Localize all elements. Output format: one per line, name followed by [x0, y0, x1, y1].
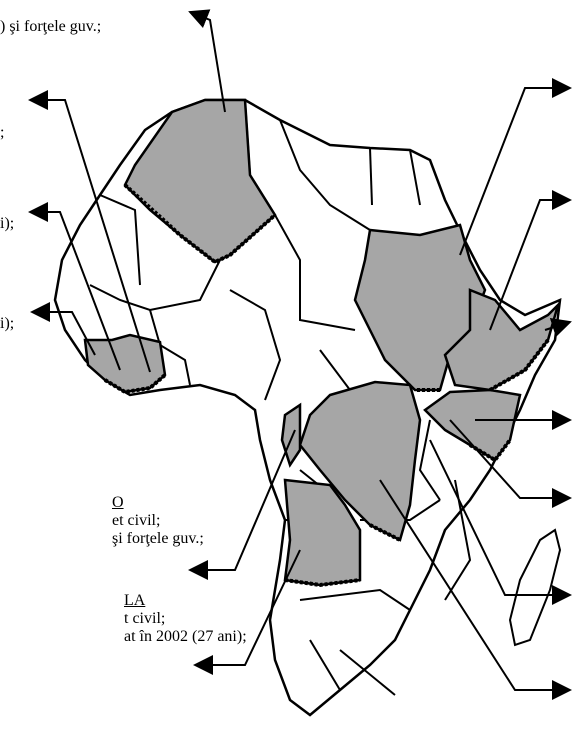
arrow-icon: [544, 317, 572, 338]
arrow-icon: [188, 429, 296, 580]
arrow-icon: [379, 479, 572, 700]
label-congo-line2: şi forţele guv.;: [112, 530, 204, 547]
madagascar-outline: [508, 528, 562, 647]
arrow-icon: [28, 90, 151, 373]
east-africa-shaded: [423, 388, 522, 462]
label-angola-line1: t civil;: [124, 610, 166, 627]
liberia-cote-ivoire-shaded: [83, 333, 167, 394]
label-top-left: ) şi forţele guv.;: [0, 18, 102, 35]
arrow-icon: [429, 439, 572, 605]
arrow-icon: [188, 9, 226, 113]
label-congo-title: O: [112, 494, 124, 511]
arrow-icon: [30, 302, 96, 356]
hatch-edges: [103, 183, 550, 588]
arrow-icon: [489, 190, 572, 331]
arrow-icon: [459, 78, 572, 256]
ethiopia-somalia-shaded: [443, 288, 561, 392]
label-arrows: [28, 9, 572, 700]
label-congo-line1: et civil;: [112, 512, 161, 529]
arrow-icon: [193, 549, 301, 675]
arrow-icon: [28, 202, 121, 371]
label-angola-title: LA: [124, 592, 146, 609]
arrow-icon: [449, 419, 572, 508]
label-left-3: i);: [0, 315, 15, 332]
label-left-1: ;: [0, 124, 5, 141]
label-left-2: i);: [0, 215, 15, 232]
label-angola-line2: at în 2002 (27 ani);: [124, 628, 247, 645]
